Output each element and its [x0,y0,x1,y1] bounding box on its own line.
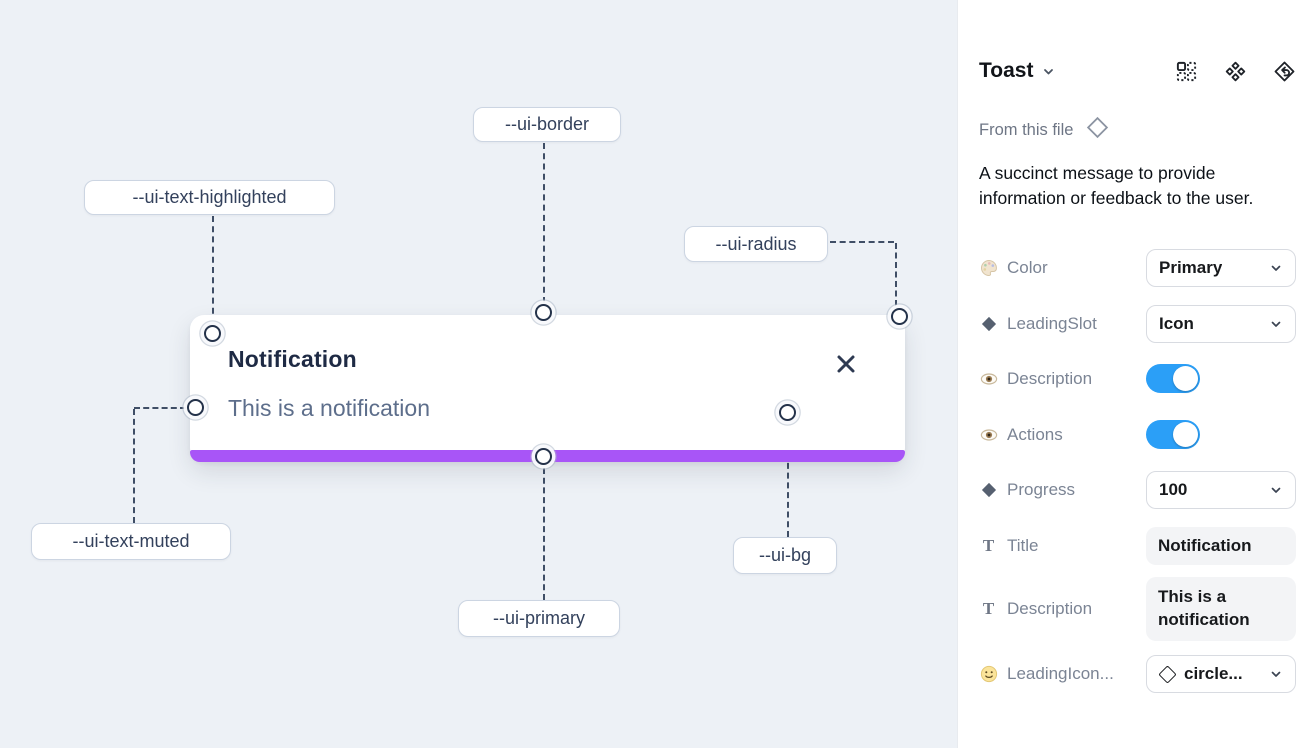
leadingicon-select[interactable]: circle... [1146,655,1296,693]
prop-label-color: Color [1007,258,1048,277]
leadingslot-select[interactable]: Icon [1146,305,1296,343]
palette-icon [979,259,998,277]
connector-dot-border[interactable] [535,304,552,321]
annotation-ui-bg[interactable]: --ui-bg [733,537,837,574]
eye-icon [979,370,998,388]
diamond-icon [979,316,998,332]
connector-line-text-muted-h [134,407,186,409]
source-row: From this file [979,115,1110,145]
prop-label-description: Description [1007,368,1093,388]
connector-line-text-muted-v [133,409,135,523]
prop-label-leadingslot: LeadingSlot [1007,314,1097,333]
leadingicon-select-value: circle... [1184,664,1243,683]
chevron-down-icon[interactable] [1042,65,1055,78]
component-description: A succinct message to provide informatio… [979,163,1254,209]
instance-swap-icon[interactable] [1273,60,1296,83]
annotation-ui-text-highlighted[interactable]: --ui-text-highlighted [84,180,335,215]
prop-row-leadingslot: LeadingSlot Icon [979,305,1296,343]
description-toggle[interactable] [1146,364,1200,393]
prop-row-actions-toggle: Actions [979,420,1296,449]
prop-label-actions: Actions [1007,424,1063,444]
prop-label-progress: Progress [1007,480,1076,499]
progress-select-value: 100 [1159,480,1188,499]
connector-dot-primary[interactable] [535,448,552,465]
connector-line-bg [787,424,789,537]
properties-panel: Toast [957,0,1312,748]
connector-dot-bg[interactable] [779,404,796,421]
source-label: From this file [979,120,1074,139]
prop-label-leadingicon: LeadingIcon... [1007,664,1114,683]
panel-header: Toast [979,56,1296,86]
prop-row-description-field: T Description This is a notification [979,577,1296,641]
prop-row-leadingicon: LeadingIcon... circle... [979,655,1296,693]
description-field[interactable]: This is a notification [1146,577,1296,641]
toast-title: Notification [228,346,357,372]
color-select[interactable]: Primary [1146,249,1296,287]
prop-row-description-toggle: Description [979,364,1296,393]
connector-line-radius-v [895,243,897,306]
connector-dot-text-highlighted[interactable] [204,325,221,342]
close-icon[interactable] [834,352,858,376]
connector-dot-radius[interactable] [891,308,908,325]
annotation-ui-primary[interactable]: --ui-primary [458,600,620,637]
eye-icon [979,426,998,444]
connector-line-border [543,143,545,303]
prop-row-color: Color Primary [979,249,1296,287]
text-icon: T [982,599,995,618]
progress-select[interactable]: 100 [1146,471,1296,509]
annotation-ui-text-muted[interactable]: --ui-text-muted [31,523,231,560]
diamond-outline-icon [1158,664,1177,684]
chevron-down-icon [1269,317,1283,331]
connector-line-text-highlighted [212,216,214,324]
select-grid-icon[interactable] [1175,60,1198,83]
connector-line-primary [543,468,545,600]
components-icon[interactable] [1224,60,1247,83]
connector-line-radius-h [830,241,894,243]
text-icon: T [982,536,995,555]
toast-component[interactable]: Notification This is a notification [190,315,905,462]
annotation-ui-border[interactable]: --ui-border [473,107,621,142]
connector-dot-text-muted[interactable] [187,399,204,416]
diamond-icon [979,482,998,498]
toast-description: This is a notification [228,395,430,421]
color-select-value: Primary [1159,258,1223,277]
title-field[interactable]: Notification [1146,526,1296,566]
prop-label-description-field: Description [1007,599,1093,618]
smiley-icon [979,665,998,683]
component-name[interactable]: Toast [979,59,1034,82]
chevron-down-icon [1269,483,1283,497]
actions-toggle[interactable] [1146,420,1200,449]
leadingslot-select-value: Icon [1159,314,1194,333]
annotation-ui-radius[interactable]: --ui-radius [684,226,828,262]
prop-row-title: T Title Notification [979,526,1296,566]
chevron-down-icon [1269,261,1283,275]
prop-label-title: Title [1007,536,1039,555]
diamond-outline-icon [1085,115,1110,145]
canvas: Notification This is a notification --ui… [31,107,908,637]
chevron-down-icon [1269,667,1283,681]
prop-row-progress: Progress 100 [979,471,1296,509]
